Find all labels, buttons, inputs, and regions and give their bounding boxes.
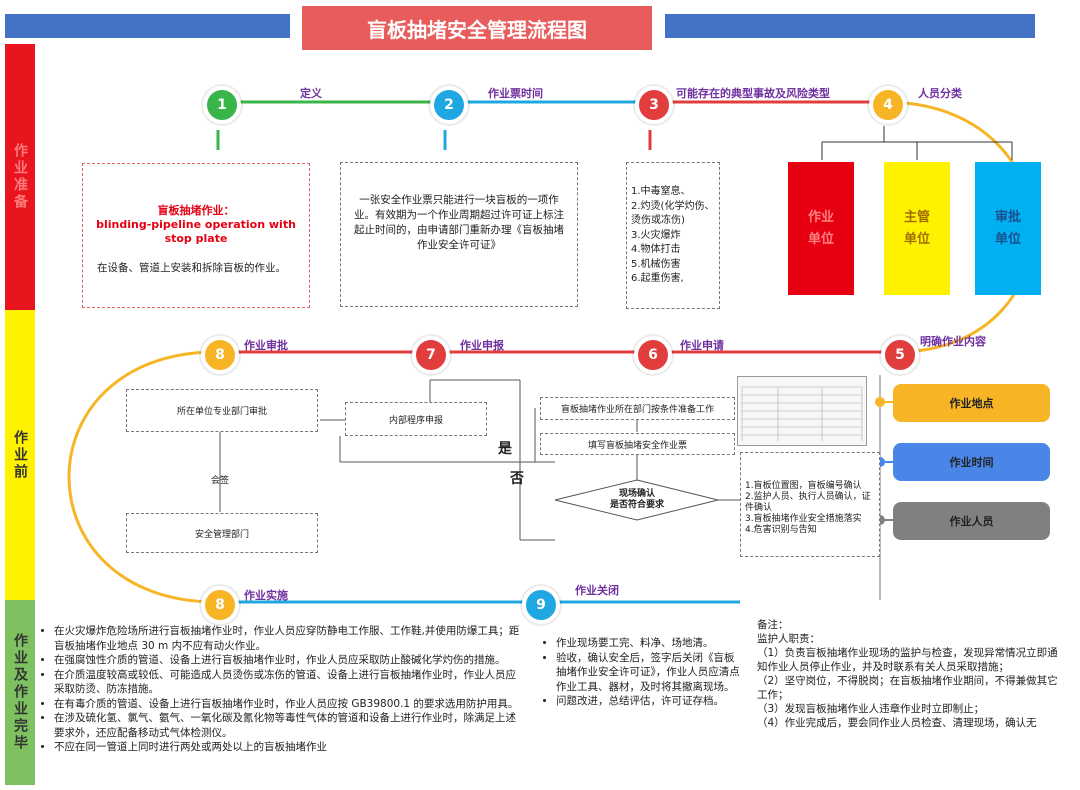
category-approval-unit-label: 审批单位 xyxy=(994,209,1021,247)
step-3-badge: 3 xyxy=(635,86,673,124)
prepare-box: 盲板抽堵作业所在部门按条件准备工作 xyxy=(540,397,735,420)
implement-note: 在涉及硫化氢、氯气、氨气、一氧化碳及氰化物等毒性气体的管道和设备上进行作业时，除… xyxy=(54,711,522,740)
step-6-label: 作业申请 xyxy=(680,339,724,352)
decision-label: 现场确认 是否符合要求 xyxy=(597,489,677,511)
risk-item: 1.中毒窒息、 xyxy=(631,186,691,197)
category-supervisor-unit-label: 主管单位 xyxy=(903,209,930,247)
phase-during-label: 作业及作业完毕 xyxy=(12,633,28,752)
top-bar-left xyxy=(5,14,290,38)
close-note: 问题改进，总结评估，许可证存档。 xyxy=(556,694,742,709)
step-3-label: 可能存在的典型事故及风险类型 xyxy=(676,87,830,100)
no-label: 否 xyxy=(510,471,524,487)
checklist-item: 2.监护人员、执行人员确认，证件确认 xyxy=(745,492,871,513)
definition-english: blinding-pipeline operation with stop pl… xyxy=(96,218,296,245)
step-9-badge: 9 xyxy=(522,586,560,624)
side-work-location: 作业地点 xyxy=(893,384,1050,422)
ticket-time-box: 一张安全作业票只能进行一块盲板的一项作业。有效期为一个作业周期超过许可证上标注起… xyxy=(340,162,578,307)
risk-item: 2.灼烫(化学灼伤、 xyxy=(631,200,715,212)
step-1-badge: 1 xyxy=(203,86,241,124)
phase-during: 作业及作业完毕 xyxy=(5,600,35,785)
step-4-label: 人员分类 xyxy=(918,87,962,100)
risk-item: 3.火灾爆炸 xyxy=(631,229,681,241)
step-7-badge: 7 xyxy=(412,336,450,374)
approve-dept-box: 所在单位专业部门审批 xyxy=(126,389,318,432)
ticket-time-text: 一张安全作业票只能进行一块盲板的一项作业。有效期为一个作业周期超过许可证上标注起… xyxy=(354,194,564,251)
remarks-item: （3）发现盲板抽堵作业人违章作业时立即制止； xyxy=(757,703,985,715)
close-notes: 作业现场要工完、料净、场地清。 验收，确认安全后，签字后关闭《盲板抽堵作业安全许… xyxy=(542,636,742,709)
definition-box: 盲板抽堵作业： blinding-pipeline operation with… xyxy=(82,163,310,308)
category-work-unit-label: 作业单位 xyxy=(807,209,834,247)
risk-list: 1.中毒窒息、 2.灼烫(化学灼伤、 烫伤或冻伤) 3.火灾爆炸 4.物体打击 … xyxy=(631,185,716,287)
page-title: 盲板抽堵安全管理流程图 xyxy=(302,6,652,50)
internal-report-box: 内部程序申报 xyxy=(345,402,487,436)
step-2-label: 作业票时间 xyxy=(488,87,543,100)
fill-ticket-box: 填写盲板抽堵安全作业票 xyxy=(540,433,735,455)
checklist-item: 1.盲板位置图，盲板编号确认 xyxy=(745,481,862,491)
step-8b-badge: 8 xyxy=(201,586,239,624)
close-note: 验收，确认安全后，签字后关闭《盲板抽堵作业安全许可证》，作业人员应清点作业工具、… xyxy=(556,651,742,695)
decision-text: 现场确认 是否符合要求 xyxy=(609,489,664,510)
top-bar-right xyxy=(665,14,1035,38)
implement-note: 在火灾爆炸危险场所进行盲板抽堵作业时，作业人员应穿防静电工作服、工作鞋,并使用防… xyxy=(54,624,522,653)
sign-label: 会签 xyxy=(211,476,230,486)
side-work-time: 作业时间 xyxy=(893,443,1050,481)
safety-dept-box: 安全管理部门 xyxy=(126,513,318,553)
implement-note: 在介质温度较高或较低、可能造成人员烫伤或冻伤的管道、设备上进行盲板抽堵作业时，作… xyxy=(54,668,522,697)
checklist-item: 3.盲板抽堵作业安全措施落实 xyxy=(745,514,862,524)
remarks-item: （4）作业完成后，要会同作业人员检查、清理现场，确认无 xyxy=(757,717,1037,729)
remarks-sub: 监护人职责： xyxy=(757,633,820,645)
risk-item: 烫伤或冻伤) xyxy=(631,215,685,226)
implement-note: 在有毒介质的管道、设备上进行盲板抽堵作业时，作业人员应按 GB39800.1 的… xyxy=(54,697,522,712)
step-2-badge: 2 xyxy=(430,86,468,124)
side-workers: 作业人员 xyxy=(893,502,1050,540)
step-6-badge: 6 xyxy=(634,336,672,374)
remarks-head: 备注： xyxy=(757,619,789,631)
checklist-item: 4.危害识别与告知 xyxy=(745,525,817,535)
category-approval-unit: 审批单位 xyxy=(975,162,1041,295)
phase-prepare: 作业准备 xyxy=(5,44,35,310)
step-5-badge: 5 xyxy=(881,336,919,374)
step-8b-label: 作业实施 xyxy=(244,589,288,602)
risk-item: 4.物体打击 xyxy=(631,244,681,255)
form-grid-icon xyxy=(741,386,863,441)
implement-notes: 在火灾爆炸危险场所进行盲板抽堵作业时，作业人员应穿防静电工作服、工作鞋,并使用防… xyxy=(40,624,522,755)
close-note: 作业现场要工完、料净、场地清。 xyxy=(556,636,742,651)
remarks: 备注： 监护人职责： （1）负责盲板抽堵作业现场的监护与检查，发现异常情况立即通… xyxy=(757,618,1062,730)
phase-before-label: 作业前 xyxy=(12,429,28,481)
definition-title: 盲板抽堵作业： xyxy=(157,204,235,217)
yes-label: 是 xyxy=(498,441,512,457)
phase-prepare-label: 作业准备 xyxy=(12,143,28,211)
checklist-box: 1.盲板位置图，盲板编号确认 2.监护人员、执行人员确认，证件确认 3.盲板抽堵… xyxy=(740,452,880,557)
phase-before: 作业前 xyxy=(5,310,35,600)
step-5-label: 明确作业内容 xyxy=(920,335,986,348)
remarks-item: （2）坚守岗位，不得脱岗；在盲板抽堵作业期间，不得兼做其它工作； xyxy=(757,675,1058,701)
step-7-label: 作业申报 xyxy=(460,339,504,352)
ticket-form-image xyxy=(737,376,867,446)
category-work-unit: 作业单位 xyxy=(788,162,854,295)
step-1-label: 定义 xyxy=(300,87,322,100)
category-supervisor-unit: 主管单位 xyxy=(884,162,950,295)
risk-box: 1.中毒窒息、 2.灼烫(化学灼伤、 烫伤或冻伤) 3.火灾爆炸 4.物体打击 … xyxy=(626,162,720,309)
step-9-label: 作业关闭 xyxy=(575,584,619,597)
step-8a-label: 作业审批 xyxy=(244,339,288,352)
implement-note: 不应在同一管道上同时进行两处或两处以上的盲板抽堵作业 xyxy=(54,740,522,755)
risk-item: 6.起重伤害, xyxy=(631,273,684,284)
step-8a-badge: 8 xyxy=(201,336,239,374)
risk-item: 5.机械伤害 xyxy=(631,258,681,270)
implement-note: 在强腐蚀性介质的管道、设备上进行盲板抽堵作业时，作业人员应采取防止酸碱化学灼伤的… xyxy=(54,653,522,668)
definition-text: 在设备、管道上安装和拆除盲板的作业。 xyxy=(97,262,286,274)
step-4-badge: 4 xyxy=(869,86,907,124)
remarks-item: （1）负责盲板抽堵作业现场的监护与检查，发现异常情况立即通知作业人员停止作业，并… xyxy=(757,647,1058,673)
